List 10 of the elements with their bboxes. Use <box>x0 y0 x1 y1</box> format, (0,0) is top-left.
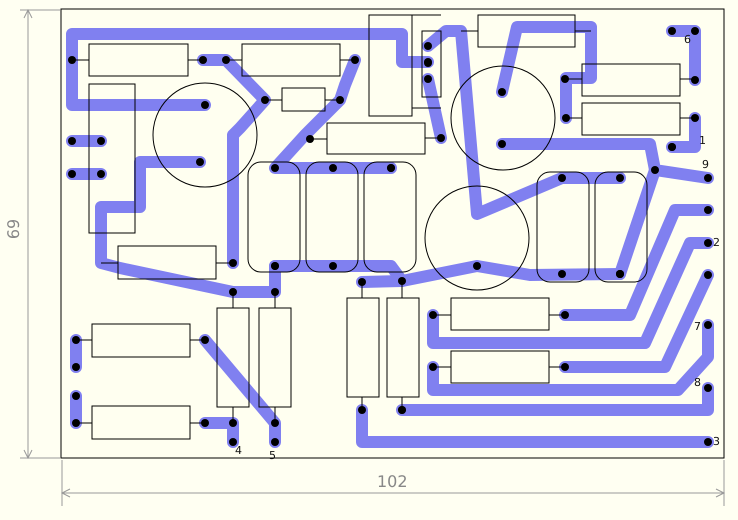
pin-number: 7 <box>694 321 701 332</box>
pin-number: 8 <box>694 377 701 388</box>
pin-number: 3 <box>713 436 720 447</box>
pin-number: 1 <box>699 135 706 146</box>
dimension-label: 69 <box>6 218 22 240</box>
pin-number: 6 <box>684 34 691 45</box>
pin-number: 2 <box>713 237 720 248</box>
dimension-label: 102 <box>377 474 408 490</box>
pin-number: 4 <box>235 445 242 456</box>
pin-number: 9 <box>702 159 709 170</box>
